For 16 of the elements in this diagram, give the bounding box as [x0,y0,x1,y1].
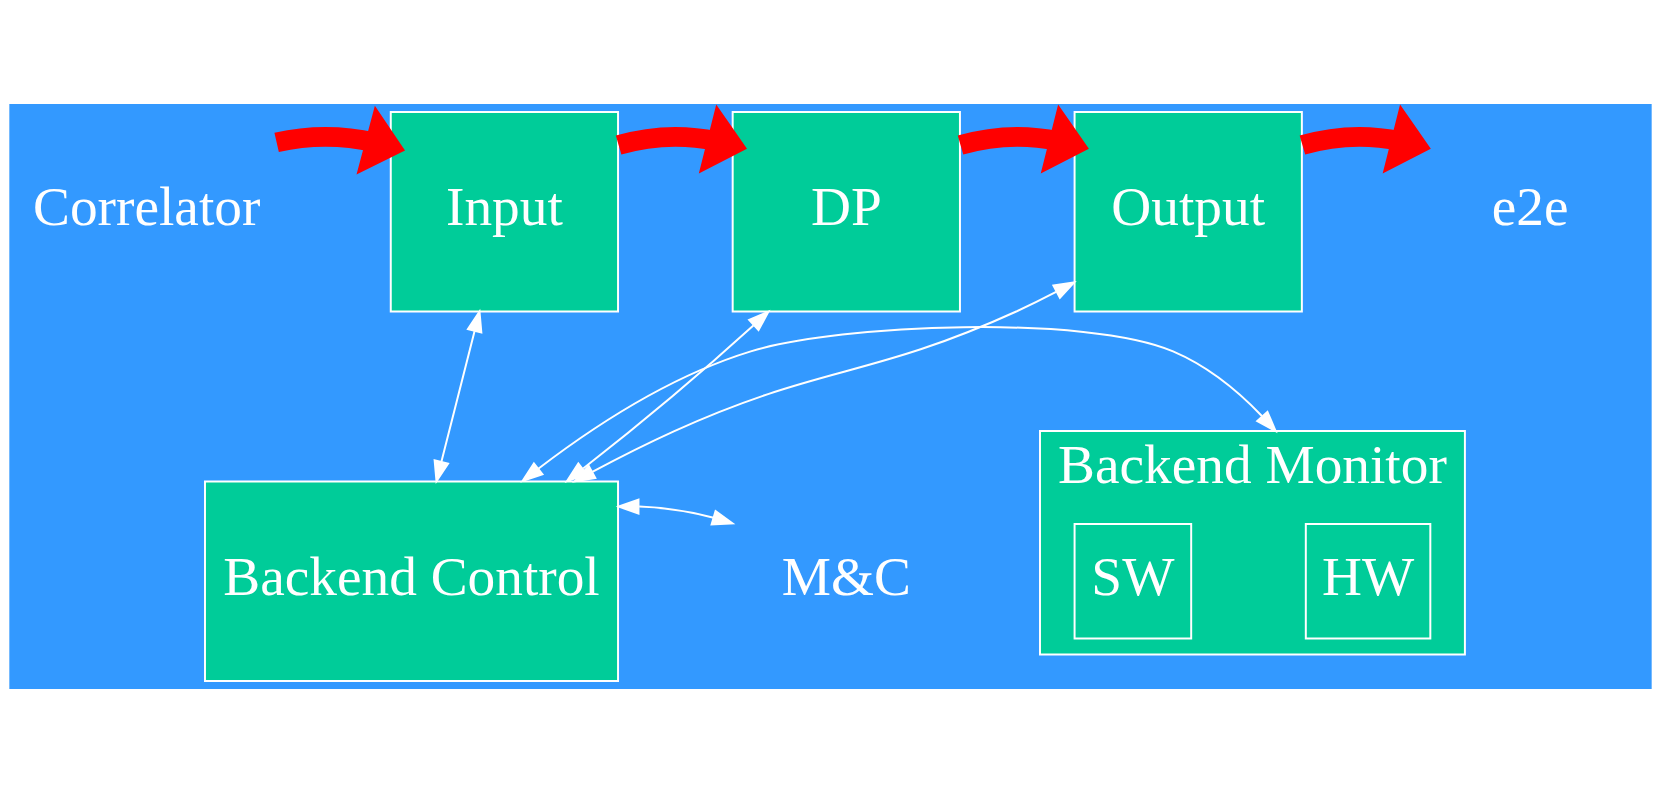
node-text: M&C [781,545,911,607]
node-box: HW [1304,522,1432,640]
node-box: SW [1073,522,1193,640]
arrow [616,103,747,173]
node-box: Output [1073,110,1303,312]
arrow [433,308,483,484]
arrow [572,280,1077,483]
arrow [274,105,405,175]
node-box: DP [731,110,961,312]
node-box: Backend Control [204,480,620,682]
node-text: e2e [1491,175,1569,237]
node-box: Input [389,110,620,312]
arrow [615,497,736,525]
arrow [1299,103,1431,173]
node-text: Correlator [32,175,261,237]
arrow [957,103,1089,173]
